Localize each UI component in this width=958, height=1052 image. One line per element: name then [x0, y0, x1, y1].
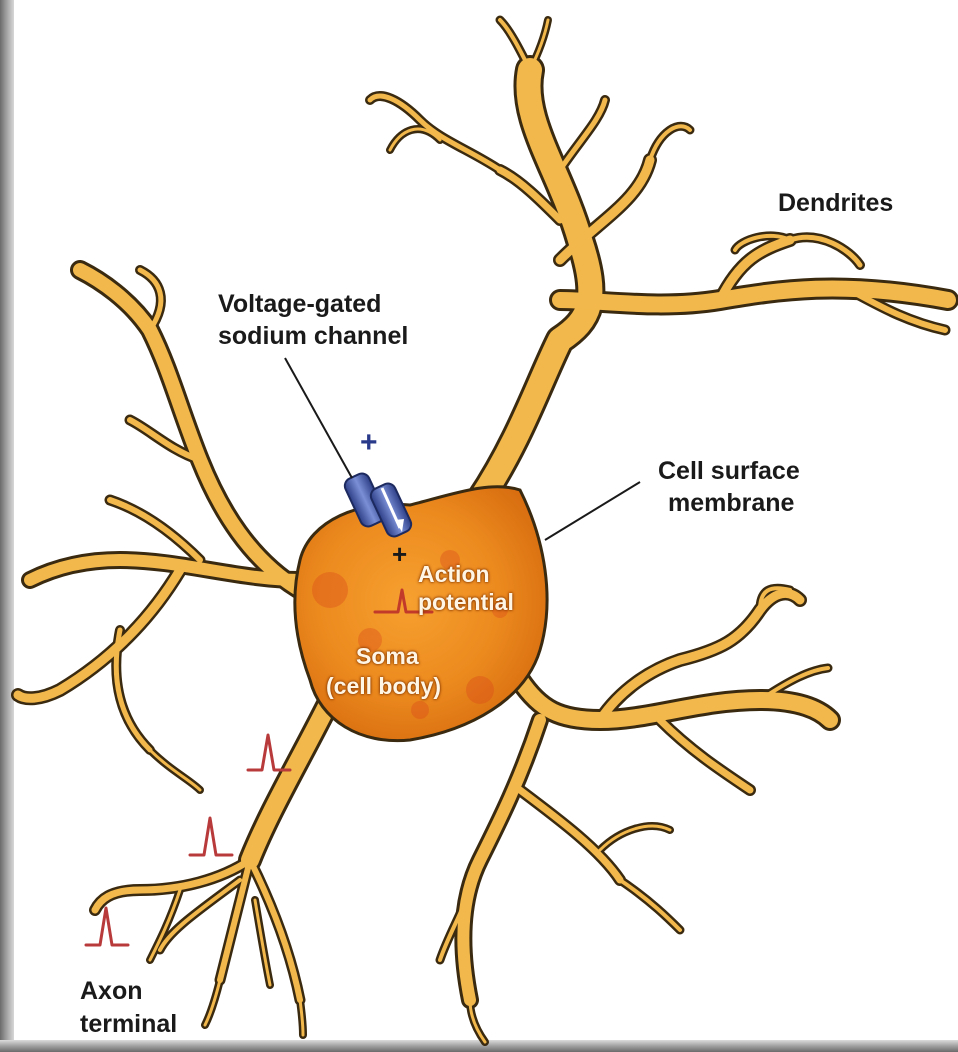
- membrane-label-line2: membrane: [668, 489, 794, 518]
- action-potential-label-line1: Action: [418, 560, 490, 589]
- dendrites-label: Dendrites: [778, 189, 893, 218]
- axon-terminal-label-line2: terminal: [80, 1010, 177, 1039]
- plus-sign-outside: +: [360, 428, 378, 457]
- axon-terminal-label-line1: Axon: [80, 977, 143, 1006]
- channel-label-line1: Voltage-gated: [218, 290, 381, 319]
- spike-axon-2-icon: [190, 818, 232, 855]
- soma-label-line1: Soma: [356, 642, 419, 671]
- plus-sign-inside: +: [392, 540, 407, 569]
- membrane-leader-line: [545, 482, 640, 540]
- membrane-label-line1: Cell surface: [658, 457, 800, 486]
- channel-label-line2: sodium channel: [218, 322, 408, 351]
- channel-leader-line: [285, 358, 352, 478]
- soma-label-line2: (cell body): [326, 672, 441, 701]
- action-potential-label-line2: potential: [418, 588, 514, 617]
